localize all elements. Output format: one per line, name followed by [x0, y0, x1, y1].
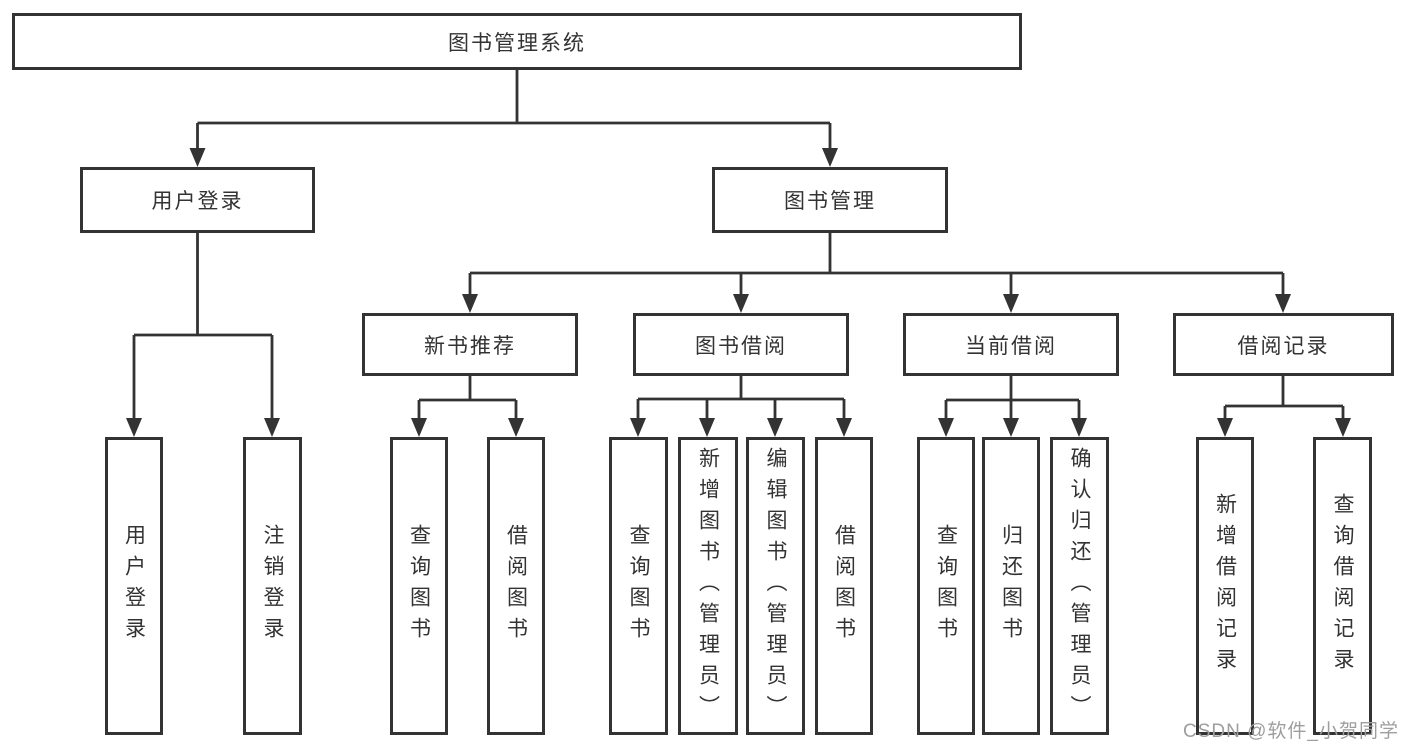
- leaf-add-book-admin: 新增图书（管理员）: [678, 437, 738, 735]
- node-book-borrowing: 图书借阅: [633, 313, 849, 376]
- node-book-management: 图书管理: [712, 167, 948, 233]
- leaf-label: 新增图书（管理员）: [696, 446, 720, 726]
- leaf-query-borrow-record: 查询借阅记录: [1313, 437, 1372, 735]
- node-library-management-system: 图书管理系统: [12, 13, 1022, 70]
- arrowhead-icon: [1335, 418, 1351, 437]
- connector-user-login-to-leaves: [126, 233, 280, 437]
- node-current-borrowing: 当前借阅: [903, 313, 1119, 376]
- arrowhead-icon: [630, 418, 646, 437]
- leaf-label: 查询图书: [627, 524, 650, 648]
- leaf-confirm-return-admin: 确认归还（管理员）: [1050, 437, 1109, 735]
- leaf-borrow-books-recommend: 借阅图书: [487, 437, 545, 735]
- leaf-label: 用户登录: [122, 524, 146, 648]
- leaf-label: 归还图书: [999, 524, 1023, 648]
- node-label: 新书推荐: [424, 334, 516, 358]
- arrowhead-icon: [1275, 294, 1291, 313]
- leaf-query-books-borrowing: 查询图书: [609, 437, 668, 735]
- leaf-label: 借阅图书: [504, 524, 528, 648]
- node-label: 图书管理: [784, 190, 876, 213]
- arrowhead-icon: [462, 294, 478, 313]
- node-label: 用户登录: [151, 190, 244, 213]
- arrowhead-icon: [1003, 418, 1019, 437]
- leaf-label: 借阅图书: [832, 524, 856, 648]
- arrowhead-icon: [699, 418, 715, 437]
- leaf-label: 新增借阅记录: [1213, 493, 1237, 679]
- connector-root-to-level2: [189, 70, 838, 167]
- leaf-edit-book-admin: 编辑图书（管理员）: [746, 437, 805, 735]
- arrowhead-icon: [733, 294, 749, 313]
- arrowhead-icon: [938, 418, 954, 437]
- leaf-query-books-recommend: 查询图书: [390, 437, 448, 735]
- arrowhead-icon: [1217, 418, 1233, 437]
- arrowhead-icon: [1003, 294, 1019, 313]
- node-user-login: 用户登录: [80, 167, 315, 233]
- connector-borrowing-records-to-leaves: [1217, 376, 1351, 437]
- arrowhead-icon: [264, 418, 280, 437]
- watermark: CSDN @软件_小贺同学: [1183, 721, 1399, 742]
- node-label: 图书管理系统: [448, 31, 586, 55]
- connector-new-book-recommend-to-leaves: [411, 376, 524, 437]
- connector-book-management-to-level3: [462, 233, 1291, 313]
- leaf-label: 注销登录: [261, 524, 284, 648]
- arrowhead-icon: [508, 418, 524, 437]
- arrowhead-icon: [1071, 418, 1087, 437]
- arrowhead-icon: [126, 418, 142, 437]
- node-borrowing-records: 借阅记录: [1173, 313, 1394, 376]
- node-label: 借阅记录: [1237, 334, 1330, 358]
- leaf-borrow-books-borrowing: 借阅图书: [815, 437, 873, 735]
- node-new-book-recommend: 新书推荐: [362, 313, 578, 376]
- connector-book-borrowing-to-leaves: [630, 376, 852, 437]
- arrowhead-icon: [411, 418, 427, 437]
- leaf-logout-login: 注销登录: [243, 437, 302, 735]
- leaf-label: 确认归还（管理员）: [1068, 446, 1091, 726]
- arrowhead-icon: [767, 418, 783, 437]
- leaf-label: 查询图书: [934, 524, 958, 648]
- arrowhead-icon: [836, 418, 852, 437]
- leaf-label: 查询图书: [407, 524, 431, 648]
- leaf-add-borrow-record: 新增借阅记录: [1196, 437, 1254, 735]
- leaf-label: 查询借阅记录: [1331, 493, 1354, 679]
- connector-current-borrowing-to-leaves: [938, 376, 1087, 437]
- leaf-user-login: 用户登录: [105, 437, 163, 735]
- arrowhead-icon: [189, 148, 206, 167]
- node-label: 当前借阅: [965, 334, 1057, 358]
- node-label: 图书借阅: [695, 334, 787, 358]
- arrowhead-icon: [822, 148, 838, 167]
- leaf-return-books: 归还图书: [982, 437, 1040, 735]
- leaf-query-books-current: 查询图书: [917, 437, 975, 735]
- leaf-label: 编辑图书（管理员）: [764, 446, 787, 726]
